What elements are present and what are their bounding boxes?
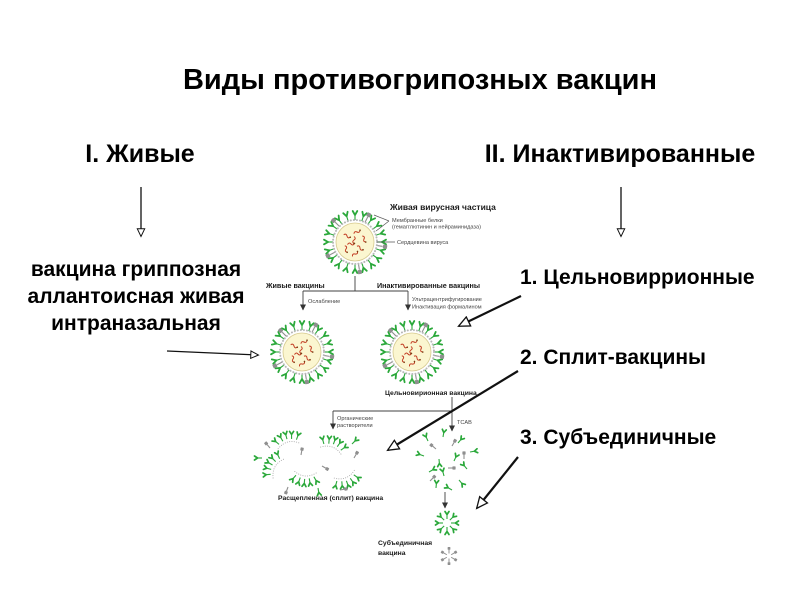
- desc-line-3: интраназальная: [51, 312, 221, 335]
- label-whole-virion-vaccine: Цельновирионная вакцина: [385, 390, 477, 397]
- label-membrane-proteins-1: Мембранные белки: [392, 218, 443, 224]
- label-subunit-vaccine-1: Субъединичная: [378, 539, 432, 547]
- arrow-subunit: [475, 456, 519, 510]
- list-item-whole-virion: 1. Цельновиррионные: [520, 266, 755, 289]
- arrow-split: [386, 370, 519, 452]
- virus-inactivated-icon: [381, 321, 444, 384]
- virus-attenuated-icon: [271, 321, 334, 384]
- label-live-vaccines: Живые вакцины: [265, 281, 325, 290]
- label-ultracentrifugation: Ультрацентрифугирование: [412, 297, 482, 303]
- top-branch-lines: [300, 276, 411, 311]
- desc-line-2: аллантоисная живая: [27, 285, 245, 308]
- label-virus-core: Сердцевина вируса: [397, 240, 449, 246]
- heading-inactivated: II. Инактивированные: [484, 140, 756, 168]
- label-membrane-proteins-2: (гемагглютинин и нейраминидаза): [392, 224, 481, 231]
- list-item-subunit: 3. Субъединичные: [520, 426, 717, 449]
- subunit-rosette-green-icon: [436, 512, 459, 535]
- subunit-rosette-gray-icon: [441, 547, 458, 565]
- virus-live-particle-icon: [324, 211, 387, 274]
- arrow-whole-virion: [457, 295, 522, 327]
- subunit-cluster-icon: [415, 428, 479, 493]
- label-inactivated-vaccines: Инактивированные вакцины: [377, 281, 480, 290]
- desc-line-1: вакцина гриппозная: [30, 258, 242, 281]
- label-subunit-vaccine-2: вакцина: [378, 550, 406, 557]
- heading-live: I. Живые: [85, 140, 195, 168]
- live-vaccine-description: вакцина гриппозная аллантоисная живая ин…: [10, 256, 262, 337]
- split-fragments-icon: [253, 428, 363, 497]
- arrow-description-to-virus: [166, 350, 260, 360]
- list-item-split: 2. Сплит-вакцины: [520, 346, 706, 369]
- label-split-vaccine: Расщепленная (сплит) вакцина: [278, 495, 383, 502]
- bottom-branch-lines: [330, 397, 455, 432]
- label-organic-solvents-2: растворители: [337, 423, 373, 429]
- label-live-particle: Живая вирусная частица: [389, 202, 496, 212]
- label-organic-solvents-1: Органические: [337, 416, 373, 422]
- label-attenuation: Ослабление: [308, 299, 340, 305]
- callout-lines: [373, 214, 395, 243]
- label-detergent: ТСАВ: [457, 420, 472, 426]
- label-formalin-inactivation: Инактивация формалином: [412, 305, 482, 311]
- slide-title: Виды противогрипозных вакцин: [182, 64, 658, 96]
